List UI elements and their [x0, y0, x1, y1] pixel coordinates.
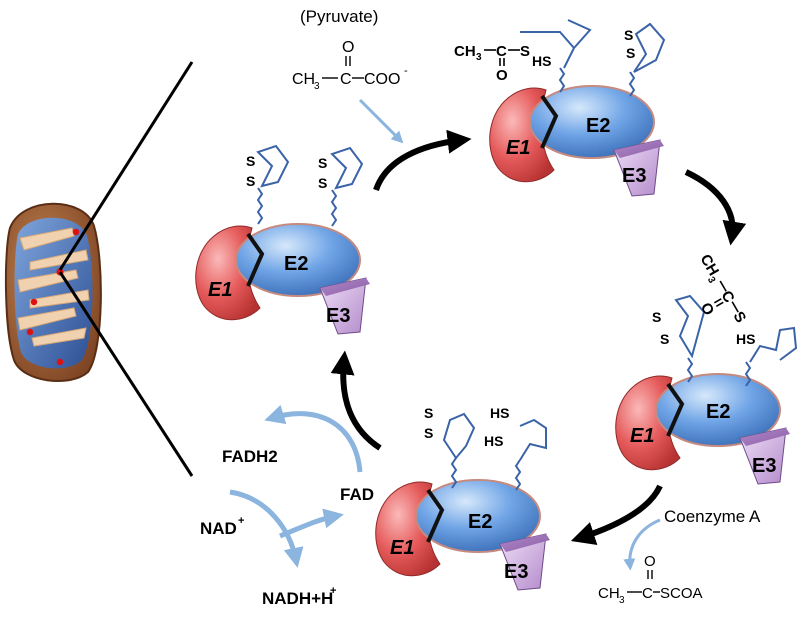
pyruvate-entry-arrow: [358, 98, 404, 144]
svg-text:O: O: [496, 67, 508, 84]
svg-text:S: S: [730, 309, 750, 326]
svg-text:HS: HS: [736, 331, 755, 347]
svg-text:CH: CH: [598, 585, 620, 602]
svg-text:CH: CH: [697, 252, 723, 279]
svg-text:+: +: [238, 515, 244, 527]
svg-text:S: S: [246, 173, 255, 189]
svg-text:S: S: [660, 331, 669, 347]
pyruvate-molecule: (Pyruvate) O CH 3 C COO -: [292, 7, 408, 92]
svg-text:O: O: [644, 553, 656, 570]
svg-text:+: +: [330, 585, 336, 597]
fad-label: FAD: [340, 485, 374, 504]
fadh2-label: FADH2: [222, 447, 278, 466]
enzyme-complex-2: E1 E2 E3: [487, 84, 666, 198]
arrow-to-regeneration: [330, 350, 382, 451]
nadh-label: NADH+H: [262, 589, 333, 608]
svg-text:HS: HS: [490, 405, 509, 421]
svg-text:S: S: [318, 175, 327, 191]
arrow-to-acetyl-transfer: [684, 169, 747, 246]
cycle-arrows: [330, 129, 747, 545]
svg-text:C: C: [496, 43, 507, 60]
lipoyl-arm-1a: [256, 144, 290, 225]
mitochondrion: [4, 202, 102, 383]
pyruvate-label: (Pyruvate): [300, 7, 378, 26]
svg-text:3: 3: [314, 81, 320, 92]
acetyl-thioester-2: CH 3 C S O: [454, 43, 530, 84]
lipoyl-arm-2a: [520, 19, 592, 93]
svg-text:S: S: [318, 155, 327, 171]
zoom-lines: [58, 61, 194, 477]
coenzyme-a-label: Coenzyme A: [664, 507, 761, 526]
svg-text:HS: HS: [532, 53, 551, 69]
enzyme-complex-3: E1 E2 E3: [613, 372, 792, 486]
svg-text:3: 3: [619, 595, 625, 606]
enzyme-complex-1: E1 E2 E3: [193, 222, 372, 336]
coa-arrow: [623, 518, 661, 571]
lipoyl-arm-1b: [330, 146, 364, 227]
lipoyl-arm-3a: [674, 294, 706, 383]
acetyl-coa-molecule: O CH 3 C SCOA: [598, 553, 703, 606]
e2-label: E2: [706, 401, 730, 423]
arrow-to-acetylation: [373, 129, 472, 192]
redox-arrows: [229, 404, 363, 568]
svg-text:SCOA: SCOA: [660, 585, 703, 602]
svg-text:HS: HS: [484, 433, 503, 449]
lipoyl-arm-4a: [442, 412, 476, 489]
lipoyl-arm-2b: [628, 22, 666, 97]
svg-text:3: 3: [705, 275, 718, 286]
e1-label: E1: [630, 425, 654, 447]
e3-label: E3: [326, 305, 350, 327]
e1-label: E1: [390, 537, 414, 559]
e2-label: E2: [468, 511, 492, 533]
e3-label: E3: [504, 561, 528, 583]
e3-label: E3: [752, 455, 776, 477]
svg-text:-: -: [404, 65, 408, 77]
e1-label: E1: [506, 137, 530, 159]
enzyme-complex-4: E1 E2 E3: [373, 478, 552, 592]
svg-text:O: O: [342, 39, 354, 56]
lipoyl-arm-4b: [514, 418, 547, 491]
svg-text:CH: CH: [292, 71, 315, 88]
e2-label: E2: [284, 253, 308, 275]
svg-text:COO: COO: [364, 71, 400, 88]
e2-label: E2: [586, 115, 610, 137]
e1-label: E1: [208, 279, 232, 301]
nad-label: NAD: [200, 519, 237, 538]
svg-text:S: S: [652, 309, 661, 325]
e3-label: E3: [622, 165, 646, 187]
svg-text:C: C: [642, 585, 653, 602]
svg-text:S: S: [520, 43, 530, 60]
acetyl-thioester-3: CH 3 C S O: [697, 252, 750, 326]
lipoyl-arm-3b: [744, 326, 798, 387]
svg-text:S: S: [624, 27, 633, 43]
svg-text:S: S: [246, 153, 255, 169]
mitochondrion-cristae: [17, 227, 90, 347]
svg-text:S: S: [424, 405, 433, 421]
arrow-to-coa-release: [570, 484, 663, 545]
svg-text:S: S: [626, 45, 635, 61]
svg-text:CH: CH: [454, 43, 476, 60]
svg-text:C: C: [340, 71, 352, 88]
svg-text:3: 3: [476, 52, 482, 63]
svg-text:S: S: [424, 425, 433, 441]
